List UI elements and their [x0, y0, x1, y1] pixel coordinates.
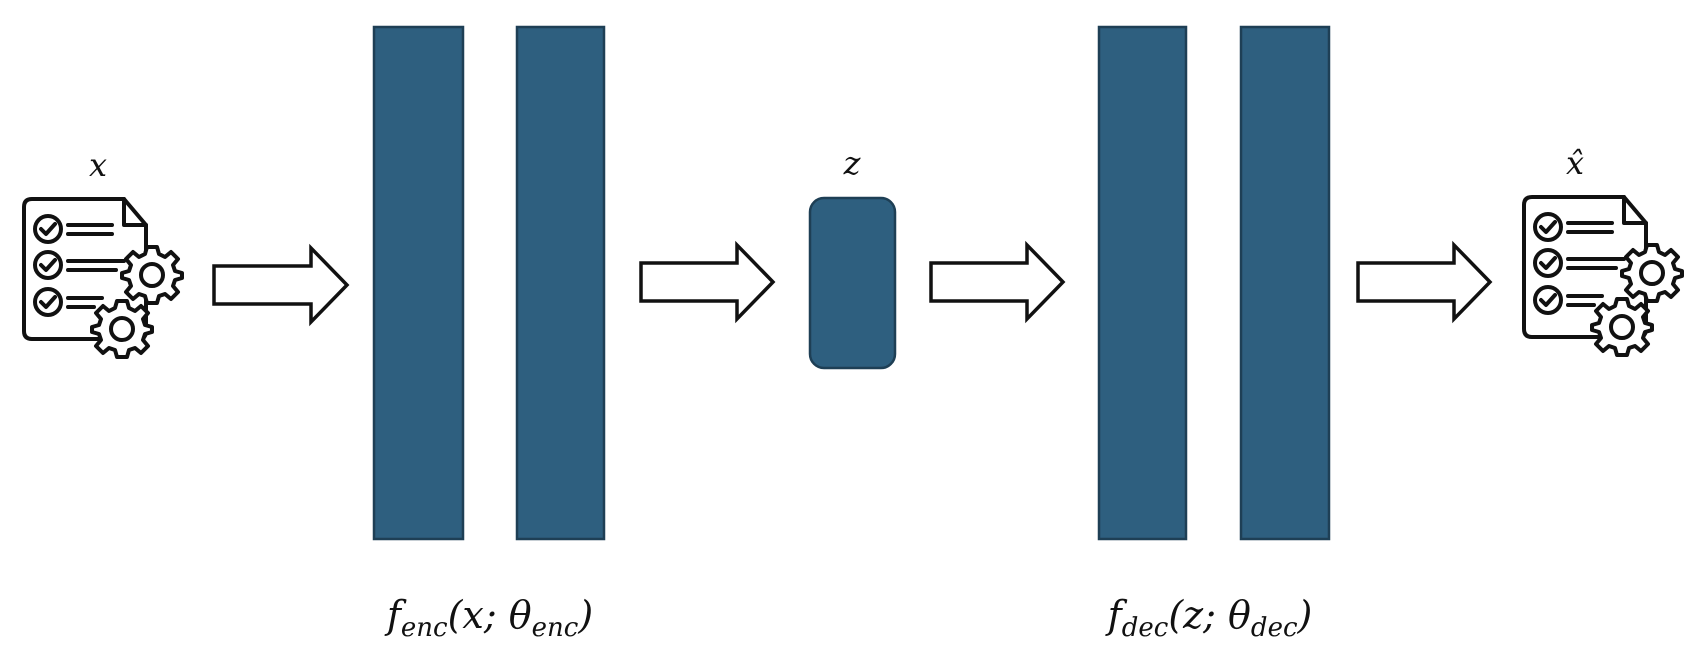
arrow-decoder-to-output	[1356, 240, 1493, 324]
input-label: x	[89, 146, 107, 184]
arrow-input-to-encoder	[212, 243, 350, 327]
encoder-f-subscript: enc	[401, 613, 448, 643]
decoder-theta-subscript: dec	[1251, 613, 1298, 643]
encoder-function-label: fenc(x; θenc)	[384, 593, 593, 643]
latent-z-block	[808, 196, 897, 370]
arrow-encoder-to-latent	[639, 240, 776, 324]
decoder-function-label: fdec(z; θdec)	[1105, 593, 1313, 643]
decoder-layer-2	[1239, 25, 1331, 541]
latent-label: z	[843, 144, 862, 182]
encoder-args: (x; θ	[448, 593, 532, 637]
arrow-latent-to-decoder	[929, 240, 1066, 324]
decoder-f-subscript: dec	[1122, 613, 1169, 643]
encoder-layer-2	[515, 25, 606, 541]
output-document-icon	[1522, 195, 1684, 357]
input-document-icon	[22, 197, 184, 359]
encoder-close-paren: )	[577, 593, 593, 637]
encoder-layer-1	[372, 25, 465, 541]
decoder-layer-1	[1097, 25, 1188, 541]
decoder-close-paren: )	[1297, 593, 1313, 637]
encoder-theta-subscript: enc	[532, 613, 579, 643]
output-label: x̂	[1566, 144, 1584, 182]
decoder-args: (z; θ	[1168, 593, 1251, 637]
